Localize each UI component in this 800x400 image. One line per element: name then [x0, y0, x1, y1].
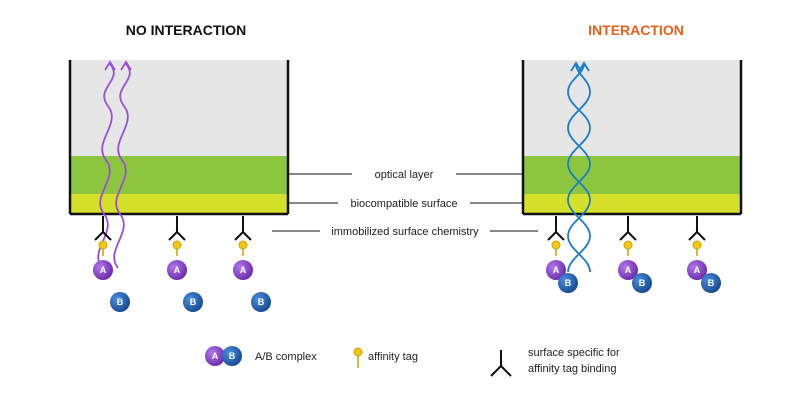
molecule-b-label: B: [258, 297, 265, 307]
right-molecule-stack-1: A B: [546, 216, 578, 293]
label-biocompatible-surface: biocompatible surface: [288, 198, 523, 210]
affinity-tag-icon: [238, 240, 248, 250]
y-receptor-icon: [688, 216, 706, 241]
molecule-a-label: A: [625, 265, 632, 275]
affinity-tag-icon: [98, 240, 108, 250]
affinity-tag-icon: [623, 240, 633, 250]
legend-affinity-tag-label: affinity tag: [368, 351, 418, 363]
molecule-b-label: B: [708, 278, 715, 288]
molecule-b: [183, 292, 203, 312]
legend-molecule-a: [205, 346, 225, 366]
left-wave-1: [97, 63, 115, 269]
legend-surface: surface specific for affinity tag bindin…: [490, 347, 620, 377]
y-receptor-icon: [490, 350, 512, 377]
affinity-tag-icon: [172, 240, 182, 250]
molecule-b: [701, 273, 721, 293]
left-chamber: [68, 60, 290, 216]
molecule-a-label: A: [240, 265, 247, 275]
molecule-b-label: B: [565, 278, 572, 288]
right-wave-2: [567, 63, 591, 273]
molecule-b-label: B: [639, 278, 646, 288]
right-molecule-stack-2: A B: [618, 216, 652, 293]
right-chamber: [521, 60, 743, 216]
molecule-a: [93, 260, 113, 280]
left-biocompatible-layer: [70, 194, 288, 214]
legend-complex: A B A/B complex: [205, 346, 317, 366]
molecule-b-label: B: [190, 297, 197, 307]
molecule-a: [233, 260, 253, 280]
left-molecule-stack-1: A B: [93, 216, 130, 312]
left-molecule-stack-3: A B: [233, 216, 271, 312]
right-wave-1-arrow: [570, 61, 582, 72]
molecule-b-label: B: [117, 297, 124, 307]
legend-molecule-a-label: A: [212, 351, 219, 361]
molecule-b: [110, 292, 130, 312]
molecule-a-label: A: [174, 265, 181, 275]
left-title: NO INTERACTION: [126, 22, 247, 38]
molecule-a: [167, 260, 187, 280]
right-optical-layer: [523, 156, 741, 194]
molecule-b: [251, 292, 271, 312]
molecule-a: [546, 260, 566, 280]
biocompatible-surface-label: biocompatible surface: [350, 198, 457, 210]
left-chamber-medium: [70, 60, 288, 156]
left-optical-layer: [70, 156, 288, 194]
left-molecule-stack-2: A B: [167, 216, 203, 312]
right-title: INTERACTION: [588, 22, 684, 38]
left-wave-2: [113, 63, 131, 269]
immobilized-chemistry-label: immobilized surface chemistry: [331, 226, 479, 238]
y-receptor-icon: [94, 216, 112, 241]
right-molecule-stack-3: A B: [687, 216, 721, 293]
molecule-b: [558, 273, 578, 293]
optical-layer-label: optical layer: [375, 169, 434, 181]
y-receptor-icon: [234, 216, 252, 241]
right-wave-1: [567, 63, 591, 273]
left-light-waves: [97, 60, 132, 269]
legend-surface-label-line2: affinity tag binding: [528, 363, 616, 375]
right-wave-2-arrow: [578, 61, 590, 72]
legend-molecule-b-label: B: [229, 351, 236, 361]
right-biocompatible-layer: [523, 194, 741, 214]
y-receptor-icon: [547, 216, 565, 241]
molecule-a-label: A: [553, 265, 560, 275]
affinity-tag-icon: [551, 240, 561, 250]
left-wave-2-arrow: [120, 60, 132, 71]
molecule-a: [687, 260, 707, 280]
affinity-tag-icon: [353, 347, 363, 357]
legend-affinity-tag: affinity tag: [353, 347, 418, 368]
legend-surface-label-line1: surface specific for: [528, 347, 620, 359]
molecule-a-label: A: [100, 265, 107, 275]
y-receptor-icon: [168, 216, 186, 241]
legend-complex-label: A/B complex: [255, 351, 317, 363]
left-wave-1-arrow: [104, 60, 116, 71]
molecule-a: [618, 260, 638, 280]
label-optical-layer: optical layer: [288, 169, 523, 181]
label-immobilized-chemistry: immobilized surface chemistry: [272, 226, 538, 238]
legend: A B A/B complex affinity tag surface spe…: [205, 346, 620, 377]
molecule-b: [632, 273, 652, 293]
right-light-waves: [567, 61, 591, 273]
y-receptor-icon: [619, 216, 637, 241]
legend-molecule-b: [222, 346, 242, 366]
affinity-tag-icon: [692, 240, 702, 250]
molecule-a-label: A: [694, 265, 701, 275]
right-chamber-medium: [523, 60, 741, 156]
